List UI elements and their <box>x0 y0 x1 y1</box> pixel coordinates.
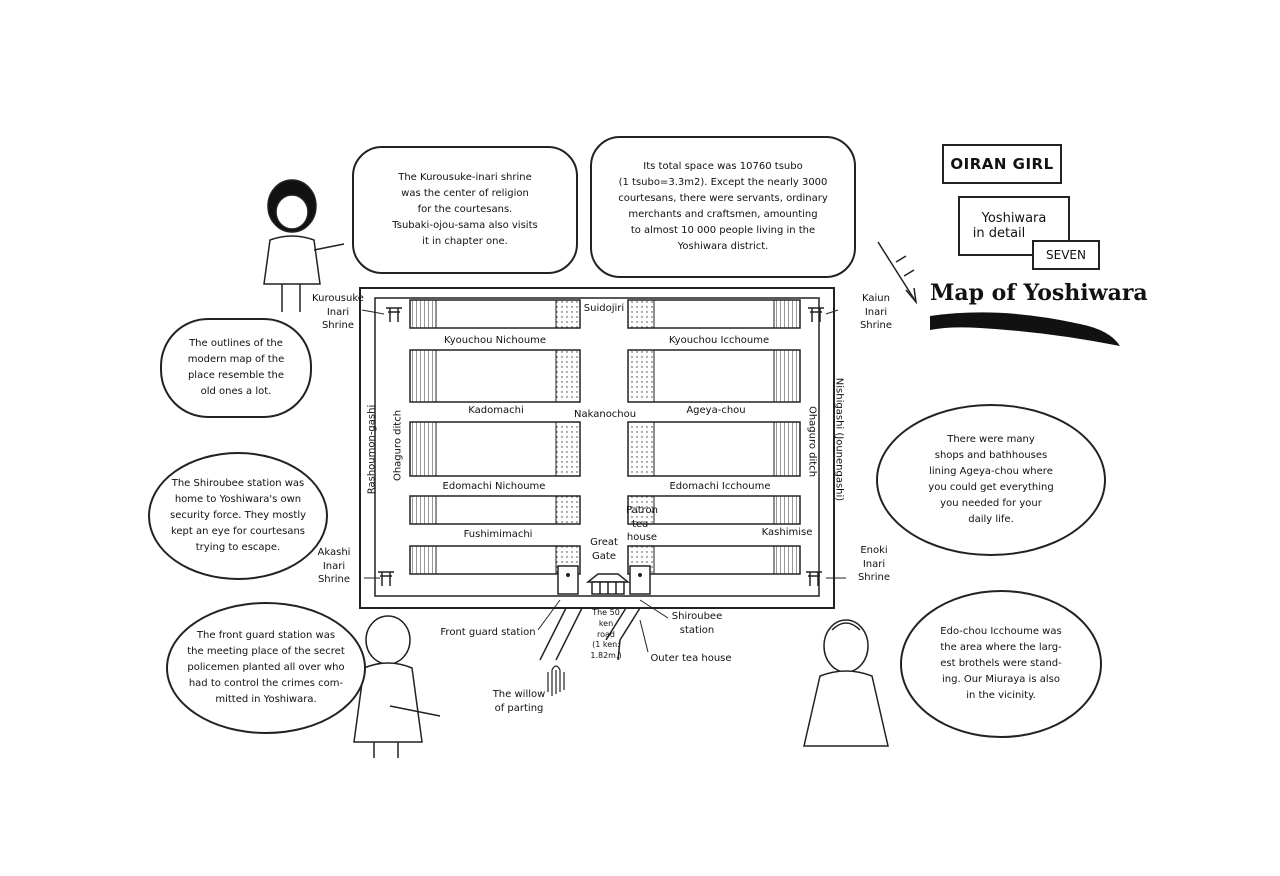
torii-icon <box>378 307 824 586</box>
brush-stroke <box>930 312 1120 346</box>
label-front-guard-station: Front guard station <box>440 627 536 638</box>
label-outer-tea-house: Outer tea house <box>650 653 732 664</box>
label-kashimise: Kashimise <box>761 527 813 538</box>
bubble-ageya: There were many shops and bathhouses lin… <box>876 404 1106 556</box>
label-kaiun-shrine: Kaiun Inari Shrine <box>859 293 893 331</box>
chapter-line1: Yoshiwara <box>981 211 1047 226</box>
label-edomachi-icchoume: Edomachi Icchoume <box>669 481 771 492</box>
great-gate-icon <box>585 573 631 595</box>
chapter-num-box: SEVEN <box>1032 240 1100 270</box>
character-figure-right <box>803 619 889 747</box>
map-title: Map of Yoshiwara <box>930 280 1148 306</box>
block-edomachi-icchoume <box>627 421 801 477</box>
label-kyouchou-icchoume: Kyouchou Icchoume <box>668 335 770 346</box>
bubble-front-guard: The front guard station was the meeting … <box>166 602 366 734</box>
label-suidojiri: Suidojiri <box>583 303 625 314</box>
label-enoki-shrine: Enoki Inari Shrine <box>857 545 891 583</box>
label-patron-teahouse: Patron tea- house <box>626 505 658 543</box>
label-nakanochou: Nakanochou <box>574 409 637 420</box>
bubble-outlines-text: The outlines of the modern map of the pl… <box>187 338 285 397</box>
willow-icon <box>547 665 565 696</box>
shiroubee-box <box>629 565 651 595</box>
right-blocks <box>627 299 801 575</box>
block-kashimise <box>627 495 801 525</box>
bubble-edo-chou: Edo-chou Icchoume was the area where the… <box>900 590 1102 738</box>
outer-wall <box>359 287 835 609</box>
character-figure-top <box>263 179 345 312</box>
label-kyouchou-nichoume: Kyouchou Nichoume <box>443 335 547 346</box>
series-title-box: OIRAN GIRL <box>942 144 1062 184</box>
label-shiroubee-station: Shiroubee station <box>671 611 723 636</box>
chapter-line2: in detail <box>972 226 1026 241</box>
label-kurousuke-shrine: Kurousuke Inari Shrine <box>312 293 364 331</box>
label-akashi-shrine: Akashi Inari Shrine <box>317 547 351 585</box>
label-willow: The willow of parting <box>492 689 546 714</box>
bubble-total-space-text: Its total space was 10760 tsubo (1 tsubo… <box>618 161 828 252</box>
bubble-outlines: The outlines of the modern map of the pl… <box>160 318 312 418</box>
left-blocks <box>409 299 581 575</box>
character-figure-left <box>353 615 441 758</box>
bubble-ageya-text: There were many shops and bathhouses lin… <box>928 434 1054 525</box>
bubble-edo-chou-text: Edo-chou Icchoume was the area where the… <box>940 626 1062 701</box>
label-ohaguro-ditch-left: Ohaguro ditch <box>392 409 404 482</box>
bubble-shiroubee: The Shiroubee station was home to Yoshiw… <box>148 452 328 580</box>
label-rashoumon-gashi: Rashoumon-gashi <box>366 404 378 495</box>
label-ageya: Ageya-chou <box>686 405 746 416</box>
front-guard-box <box>557 565 579 595</box>
label-fifty-ken-road: The 50 ken road (1 ken: 1.82m.) <box>590 608 622 661</box>
series-title: OIRAN GIRL <box>950 155 1054 173</box>
label-edomachi-nichoume: Edomachi Nichoume <box>442 481 546 492</box>
chapter-num: SEVEN <box>1046 248 1086 262</box>
bubble-front-guard-text: The front guard station was the meeting … <box>187 630 345 705</box>
label-great-gate: Great Gate <box>590 537 618 562</box>
label-ohaguro-ditch-right: Ohaguro ditch <box>806 405 818 478</box>
block-kadomachi <box>409 349 581 403</box>
label-nishigashi: Nishigashi (Jounengashi) <box>833 377 845 502</box>
compass-icon <box>877 241 918 305</box>
inner-wall <box>374 297 820 597</box>
label-fushimimachi: Fushimimachi <box>463 529 533 540</box>
fifty-ken-road <box>539 607 641 661</box>
bubble-total-space: Its total space was 10760 tsubo (1 tsubo… <box>590 136 856 278</box>
label-kadomachi: Kadomachi <box>468 405 524 416</box>
block-edomachi-nichoume <box>409 421 581 477</box>
bubble-shiroubee-text: The Shiroubee station was home to Yoshiw… <box>169 478 307 553</box>
bubble-kurousuke: The Kurousuke-inari shrine was the cente… <box>352 146 578 274</box>
bubble-kurousuke-text: The Kurousuke-inari shrine was the cente… <box>392 172 538 247</box>
